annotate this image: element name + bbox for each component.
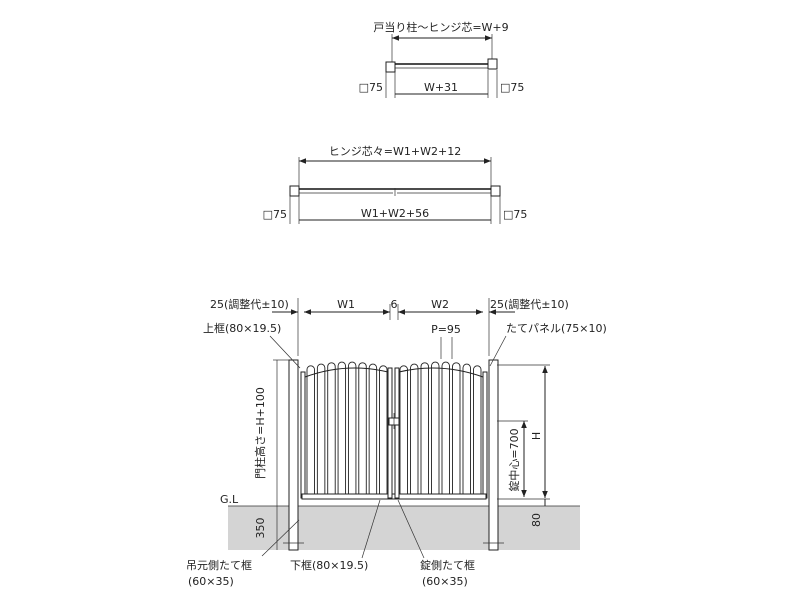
double-left-post-size: □75	[263, 208, 287, 221]
adjust-right-label: 25(調整代±10)	[490, 297, 569, 311]
single-hinge-dim-label: 戸当り柱～ヒンジ芯=W+9	[373, 20, 508, 34]
height-label: H	[530, 432, 543, 440]
vertical-panel	[379, 365, 388, 495]
vertical-panel	[452, 362, 461, 495]
right-hinge-frame	[482, 371, 488, 499]
vertical-panel	[337, 361, 347, 495]
gap-label: 6	[391, 298, 398, 311]
bottom-frame-label: 下框(80×19.5)	[290, 559, 368, 572]
adjust-left-label: 25(調整代±10)	[210, 297, 289, 311]
vertical-panel	[420, 362, 429, 495]
vertical-panel	[410, 363, 419, 495]
pitch-label: P=95	[431, 323, 461, 336]
lock-frame-label: 錠側たて框	[420, 558, 475, 572]
double-gate-plan: ヒンジ芯々=W1+W2+12 W1+W2+56 □75 □75	[263, 144, 527, 224]
post-height-label: 門柱高さ=H+100	[253, 387, 267, 479]
vertical-panel	[347, 361, 357, 495]
vertical-panel	[441, 361, 450, 495]
left-lock-frame	[387, 367, 393, 499]
w1-label: W1	[337, 298, 355, 311]
single-gate-plan: 戸当り柱～ヒンジ芯=W+9 W+31 □75 □75	[359, 20, 524, 98]
hinge-frame-size: (60×35)	[188, 575, 234, 588]
vertical-panel	[462, 363, 471, 495]
clearance-label: 80	[530, 513, 543, 527]
single-left-post-size: □75	[359, 81, 383, 94]
top-frame-curve	[304, 367, 484, 378]
single-left-post	[385, 61, 396, 73]
double-right-post-size: □75	[503, 208, 527, 221]
double-right-post	[490, 185, 501, 197]
lock-frame-size: (60×35)	[422, 575, 468, 588]
single-width-dim-label: W+31	[424, 81, 458, 94]
panel-label: たてパネル(75×10)	[506, 322, 607, 335]
left-hinge-frame	[300, 371, 306, 499]
double-hinge-dim-label: ヒンジ芯々=W1+W2+12	[329, 144, 461, 158]
vertical-panel	[399, 365, 408, 495]
bottom-frame	[301, 493, 487, 500]
single-right-post	[487, 58, 498, 70]
vertical-panel	[316, 363, 326, 495]
vertical-panel	[368, 363, 378, 495]
right-gate-post	[488, 359, 499, 551]
vertical-panels	[306, 361, 482, 495]
vertical-panel	[431, 361, 440, 495]
front-elevation: G.L 25(調整代±10) W1 6 W2 25(調整代±10)	[186, 297, 607, 588]
single-right-post-size: □75	[500, 81, 524, 94]
vertical-panel	[473, 365, 482, 495]
double-width-dim-label: W1+W2+56	[361, 207, 429, 220]
right-lock-frame	[394, 367, 400, 499]
double-left-post	[289, 185, 300, 197]
vertical-panel	[358, 362, 367, 495]
w2-label: W2	[431, 298, 449, 311]
gate-latch	[388, 413, 400, 429]
lock-center-label: 錠中心=700	[507, 428, 521, 491]
hinge-frame-label: 吊元側たて框	[186, 559, 252, 572]
ground-level-label: G.L	[220, 493, 239, 506]
vertical-panel	[327, 362, 336, 495]
top-frame-label: 上框(80×19.5)	[203, 322, 281, 335]
embed-depth-label: 350	[254, 518, 267, 539]
left-gate-post	[288, 359, 299, 551]
vertical-panel	[306, 365, 315, 495]
